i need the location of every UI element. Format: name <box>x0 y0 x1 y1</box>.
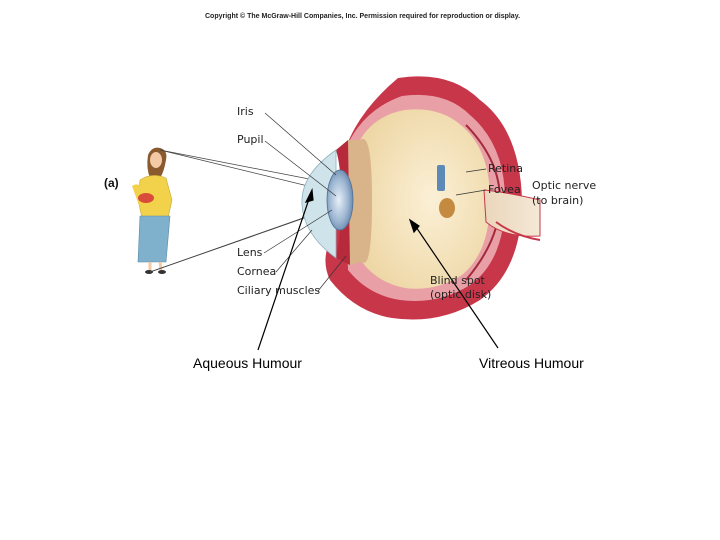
label-optic-nerve-sub: (to brain) <box>532 195 583 207</box>
label-cornea: Cornea <box>237 266 276 278</box>
copyright-notice: Copyright © The McGraw-Hill Companies, I… <box>205 13 520 20</box>
vitreous-chamber <box>360 109 490 288</box>
label-lens: Lens <box>237 247 262 259</box>
label-optic-nerve: Optic nerve <box>532 180 596 192</box>
figure-label: (a) <box>104 176 119 190</box>
callout-aqueous-humour: Aqueous Humour <box>193 355 302 371</box>
label-pupil: Pupil <box>237 134 264 146</box>
lens-shape <box>327 170 353 230</box>
label-ciliary-muscles: Ciliary muscles <box>237 285 320 297</box>
label-blind-spot: Blind spot <box>430 275 485 287</box>
observer-figure <box>132 148 172 274</box>
label-iris: Iris <box>237 106 254 118</box>
label-retina: Retina <box>488 163 523 175</box>
callout-vitreous-humour: Vitreous Humour <box>479 355 584 371</box>
label-fovea: Fovea <box>488 184 521 196</box>
label-blind-spot-sub: (optic disk) <box>430 289 491 301</box>
